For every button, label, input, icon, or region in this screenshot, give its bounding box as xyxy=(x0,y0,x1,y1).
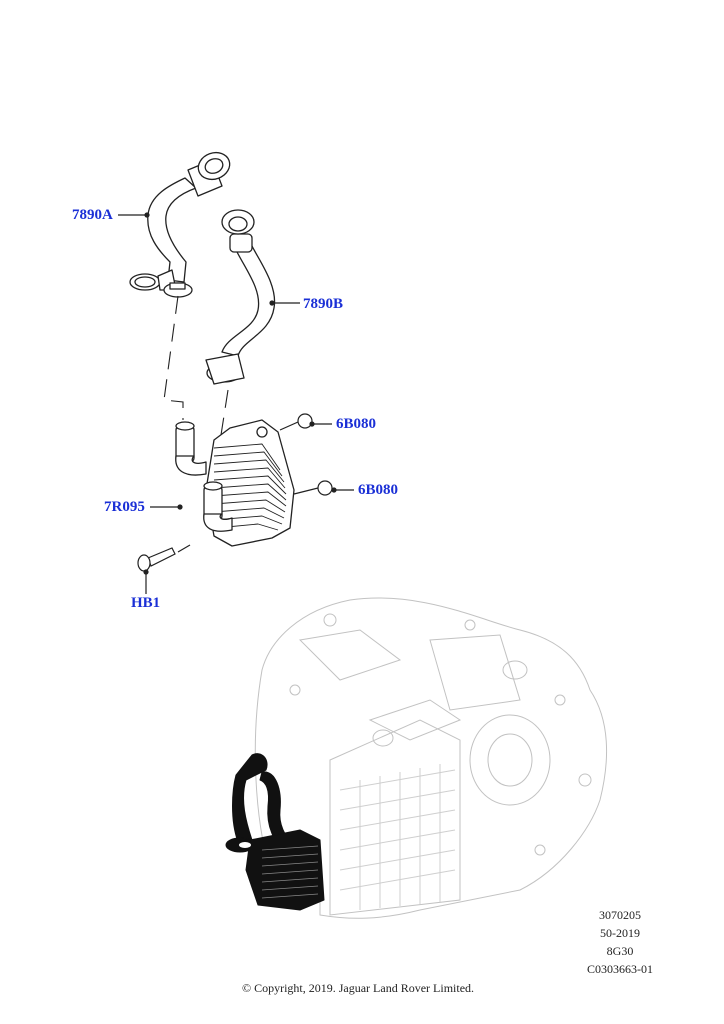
hose-7890a-drawing xyxy=(129,151,231,298)
highlighted-cooler-assembly xyxy=(225,753,325,911)
reference-line: 3070205 xyxy=(599,908,641,922)
transmission-drawing xyxy=(254,597,607,919)
callout-7890b: 7890B xyxy=(303,296,344,312)
callout-hb1: HB1 xyxy=(131,595,161,611)
hose-7890b-drawing xyxy=(205,209,276,385)
reference-line: 50-2019 xyxy=(600,926,640,940)
leader-lines xyxy=(118,212,354,594)
reference-line: 8G30 xyxy=(606,944,634,958)
callout-6b080-lower: 6B080 xyxy=(358,482,399,498)
callout-7890a: 7890A xyxy=(72,207,113,223)
callout-6b080-upper: 6B080 xyxy=(336,416,377,432)
reference-block: 3070205 50-2019 8G30 C0303663-01 xyxy=(560,906,680,978)
oil-cooler-drawing xyxy=(175,419,295,547)
bolt-drawing xyxy=(137,544,191,572)
reference-line: C0303663-01 xyxy=(587,962,653,976)
callout-7r095: 7R095 xyxy=(104,499,145,515)
copyright-notice: © Copyright, 2019. Jaguar Land Rover Lim… xyxy=(241,981,475,995)
o-rings-drawing xyxy=(279,413,333,496)
